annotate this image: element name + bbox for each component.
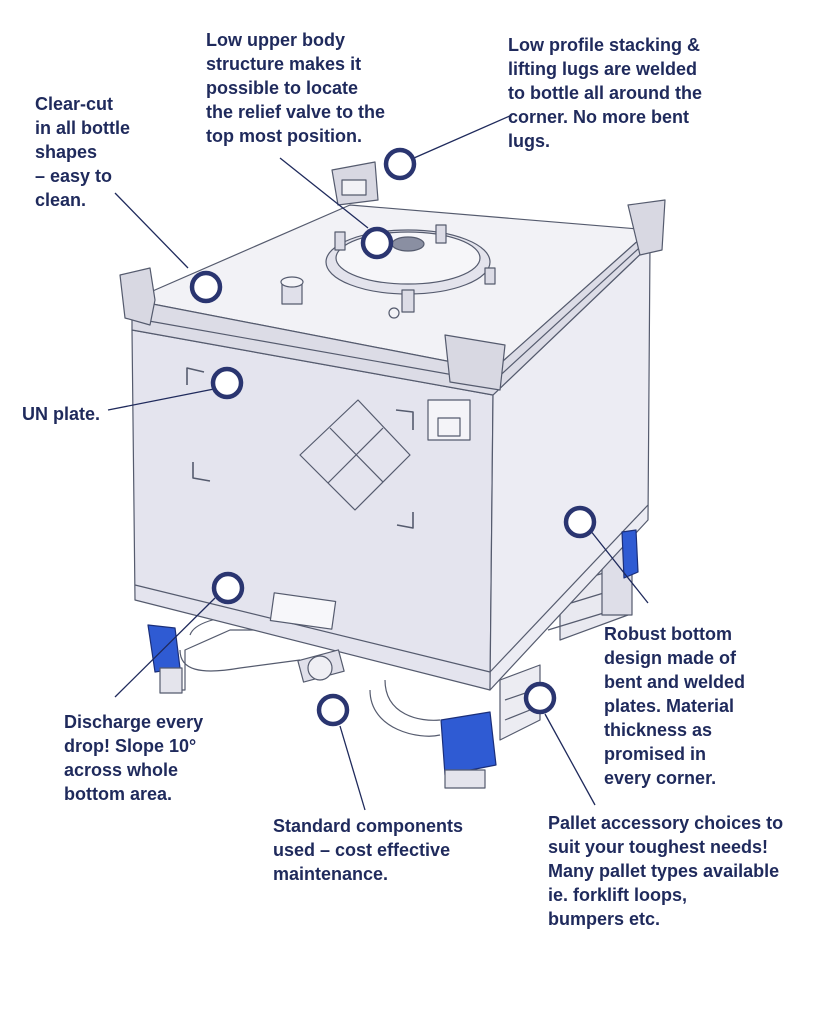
hazard-diamond bbox=[299, 399, 411, 511]
callout-standard-components: Standard components used – cost effectiv… bbox=[273, 816, 464, 884]
side-label bbox=[427, 399, 471, 441]
leader-clear-cut bbox=[114, 192, 189, 269]
callout-markers bbox=[189, 147, 597, 727]
leader-un-plate bbox=[107, 388, 215, 411]
relief-valve bbox=[280, 276, 400, 319]
callout-discharge: Discharge every drop! Slope 10° across w… bbox=[64, 712, 204, 804]
leader-low-upper-body bbox=[279, 157, 369, 229]
leader-pallet-accessory bbox=[544, 713, 596, 806]
corner-lugs bbox=[119, 161, 666, 391]
marker-low-upper-body bbox=[360, 226, 394, 260]
leader-standard-components bbox=[339, 725, 366, 811]
marker-standard-components bbox=[316, 693, 350, 727]
ibc-tank-illustration bbox=[119, 161, 666, 789]
discharge-valve bbox=[297, 649, 345, 683]
leader-lines bbox=[107, 114, 649, 811]
callout-low-upper-body: Low upper body structure makes it possib… bbox=[206, 30, 386, 146]
placard-corners bbox=[186, 367, 414, 529]
callout-stacking-lugs: Low profile stacking & lifting lugs are … bbox=[508, 35, 702, 151]
leader-discharge bbox=[114, 597, 216, 698]
marker-robust-bottom bbox=[563, 505, 597, 539]
legs bbox=[159, 667, 486, 789]
marker-discharge bbox=[211, 571, 245, 605]
callout-un-plate: UN plate. bbox=[22, 404, 101, 424]
info-sticker bbox=[269, 592, 337, 630]
leader-robust-bottom bbox=[589, 529, 649, 604]
marker-clear-cut bbox=[189, 270, 223, 304]
callout-clear-cut: Clear-cut in all bottle shapes – easy to… bbox=[35, 94, 131, 210]
leader-stacking-lugs bbox=[413, 114, 513, 159]
marker-stacking-lugs bbox=[383, 147, 417, 181]
callout-pallet-accessory: Pallet accessory choices to suit your to… bbox=[548, 813, 784, 929]
callout-robust-bottom: Robust bottom design made of bent and we… bbox=[604, 624, 746, 788]
marker-pallet-accessory bbox=[523, 681, 557, 715]
marker-un-plate bbox=[210, 366, 244, 400]
